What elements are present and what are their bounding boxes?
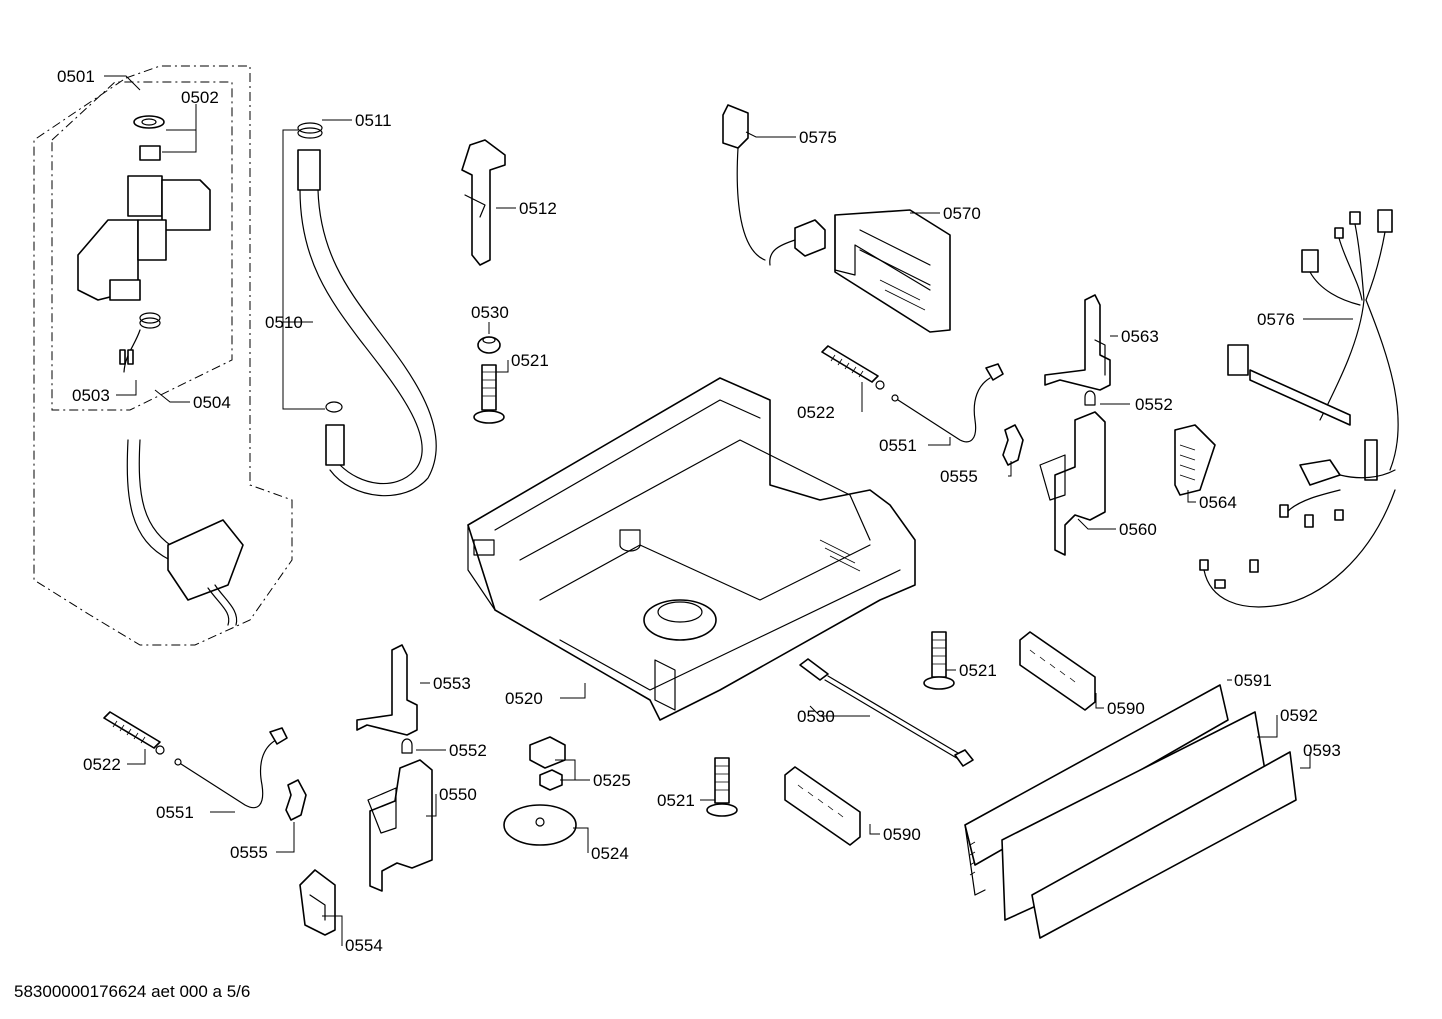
bracket-part-0564: [1174, 424, 1216, 496]
nut-part-upper: [477, 336, 501, 354]
adjusting-rod-part: [799, 658, 974, 767]
label-0520: 0520: [505, 689, 543, 708]
label-0511: 0511: [355, 111, 392, 130]
hinge-bracket-part-lower: [367, 759, 433, 892]
inlet-hose-part: [126, 439, 244, 626]
base-frame-part: [467, 377, 916, 721]
leader-lines: [104, 75, 1353, 946]
kickboard-part-0593: [1031, 751, 1297, 939]
label-0521-right: 0521: [959, 661, 997, 680]
part-labels: 0501 0502 0503 0504 0510 0511 0512 0530 …: [57, 67, 1341, 955]
label-0552-lower: 0552: [449, 741, 487, 760]
label-0525: 0525: [593, 771, 631, 790]
hinge-bracket-part-upper: [1039, 411, 1106, 556]
label-0501: 0501: [57, 67, 95, 86]
door-cable-part-lower: [174, 727, 288, 809]
door-spring-part-lower: [103, 711, 165, 755]
kickboard-part-0591: [964, 684, 1229, 896]
label-0530-upper: 0530: [471, 303, 509, 322]
control-module-part: [834, 209, 951, 333]
label-0553: 0553: [433, 674, 471, 693]
label-0570: 0570: [943, 204, 981, 223]
hinge-part-lower: [356, 644, 418, 736]
hinge-part-upper: [1044, 294, 1111, 391]
label-0564: 0564: [1199, 493, 1237, 512]
sensor-part-0525: [529, 736, 566, 791]
door-cable-part-upper: [891, 363, 1004, 443]
label-0592: 0592: [1280, 706, 1318, 725]
clip-part-upper: [1002, 424, 1024, 466]
cover-disc-part-0524: [503, 804, 577, 846]
label-0591: 0591: [1234, 671, 1272, 690]
hose-holder-part: [461, 139, 506, 266]
power-cable-part: [722, 104, 826, 266]
label-0551-lower: 0551: [156, 803, 194, 822]
label-0510: 0510: [265, 313, 303, 332]
label-0502: 0502: [181, 88, 219, 107]
label-0575: 0575: [799, 128, 837, 147]
door-spring-part-upper: [821, 345, 885, 390]
leveling-foot-part-right: [923, 631, 955, 690]
label-0552-upper: 0552: [1135, 395, 1173, 414]
label-0563: 0563: [1121, 327, 1159, 346]
label-0503: 0503: [72, 386, 110, 405]
label-0590-right: 0590: [1107, 699, 1145, 718]
label-0560: 0560: [1119, 520, 1157, 539]
label-0530-lower: 0530: [797, 707, 835, 726]
label-0576: 0576: [1257, 310, 1295, 329]
label-0512: 0512: [519, 199, 557, 218]
label-0551-upper: 0551: [879, 436, 917, 455]
assembly-0502-outline: [51, 81, 233, 411]
drain-hose-part: [297, 122, 437, 497]
label-0522-upper: 0522: [797, 403, 835, 422]
clip-part-lower: [285, 779, 307, 821]
label-0504: 0504: [193, 393, 231, 412]
label-0555-upper: 0555: [940, 467, 978, 486]
label-0555-lower: 0555: [230, 843, 268, 862]
inlet-valve-part: [77, 115, 211, 373]
document-id-footer: 58300000176624 aet 000 a 5/6: [14, 982, 251, 1001]
spring-clip-part-upper: [1084, 390, 1096, 406]
label-0554: 0554: [345, 936, 383, 955]
label-0524: 0524: [591, 844, 629, 863]
foot-guide-part-lower: [784, 766, 861, 846]
label-0550: 0550: [439, 785, 477, 804]
leveling-foot-part-upper: [473, 364, 505, 424]
assembly-0501-outline: [33, 65, 293, 646]
label-0590-lower: 0590: [883, 825, 921, 844]
leveling-foot-part-lower: [706, 757, 738, 817]
label-0521-lower: 0521: [657, 791, 695, 810]
label-0522-lower: 0522: [83, 755, 121, 774]
label-0593: 0593: [1303, 741, 1341, 760]
foot-guide-part-right: [1019, 631, 1096, 711]
label-0521-upper: 0521: [511, 351, 549, 370]
wiring-harness-part: [1199, 209, 1399, 608]
holder-part-0554: [299, 869, 336, 936]
spring-clip-part-lower: [401, 738, 413, 754]
